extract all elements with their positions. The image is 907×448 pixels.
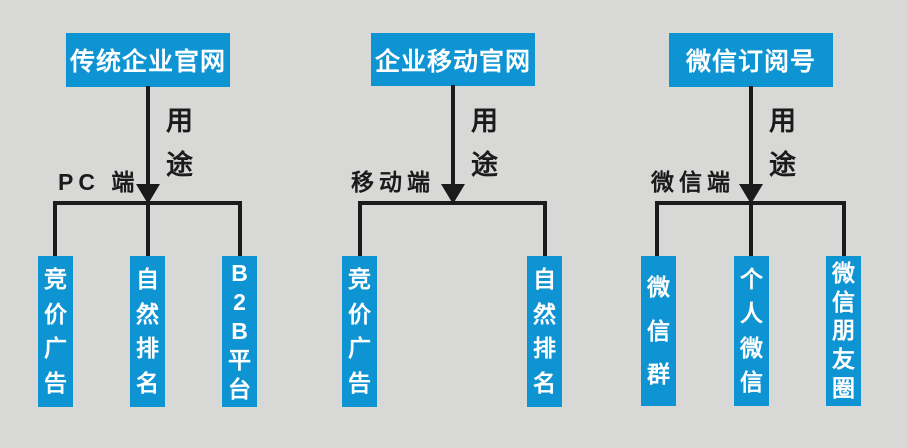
- branch-label-pc: PC 端: [58, 169, 140, 195]
- leaf-node-organic-ranking: 自然排名: [130, 256, 165, 407]
- root-node-traditional-website: 传统企业官网: [66, 33, 230, 87]
- arrow-down-icon: [739, 184, 763, 204]
- arrow-down-icon: [441, 184, 465, 204]
- connector-vertical-line: [146, 86, 150, 186]
- branch-drop-line: [842, 203, 846, 258]
- arrow-down-icon: [136, 184, 160, 204]
- root-node-mobile-website: 企业移动官网: [371, 33, 535, 86]
- leaf-node-personal-wechat: 个人微信: [734, 256, 769, 406]
- branch-drop-line: [358, 203, 362, 258]
- branch-drop-line: [146, 203, 150, 258]
- root-node-wechat-subscription: 微信订阅号: [669, 33, 833, 87]
- branch-drop-line: [53, 203, 57, 258]
- branch-drop-line: [655, 203, 659, 258]
- branch-drop-line: [543, 203, 547, 258]
- leaf-node-bidding-ads: 竞价广告: [38, 256, 73, 407]
- edge-label-usage: 用途: [471, 106, 498, 180]
- connector-vertical-line: [451, 85, 455, 186]
- leaf-node-organic-ranking: 自然排名: [527, 256, 562, 407]
- leaf-node-wechat-moments: 微信朋友圈: [826, 256, 861, 406]
- branch-drop-line: [749, 203, 753, 258]
- leaf-node-bidding-ads: 竞价广告: [342, 256, 377, 407]
- branch-label-wechat: 微信端: [651, 169, 735, 195]
- branch-horizontal-line: [358, 201, 547, 205]
- branch-drop-line: [238, 203, 242, 258]
- connector-vertical-line: [749, 86, 753, 186]
- leaf-node-wechat-group: 微信群: [641, 256, 676, 406]
- branch-label-mobile: 移动端: [351, 169, 435, 195]
- edge-label-usage: 用途: [769, 106, 796, 180]
- edge-label-usage: 用途: [166, 106, 193, 180]
